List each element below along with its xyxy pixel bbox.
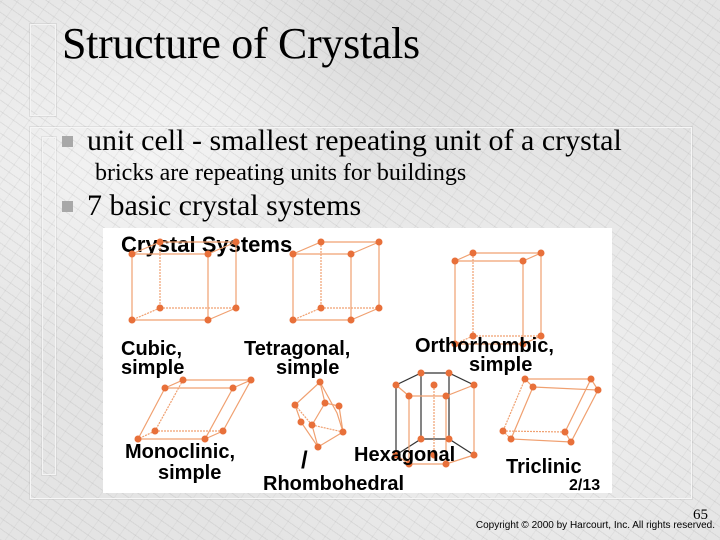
- label-orthorhombic-line2: simple: [469, 354, 532, 376]
- label-tetragonal-line2: simple: [276, 357, 339, 379]
- bullet-item-unit-cell: unit cell - smallest repeating unit of a…: [62, 124, 622, 158]
- figure-number: 2/13: [569, 477, 600, 493]
- cubic-lattice-diagram: [128, 238, 240, 324]
- label-orthorhombic-line1: Orthorhombic,: [415, 335, 554, 357]
- label-cubic-line1: Cubic,: [121, 338, 182, 360]
- content-frame: [30, 127, 692, 499]
- label-rhombohedral: Rhombohedral: [263, 473, 404, 493]
- triclinic-lattice-diagram: [499, 375, 602, 446]
- rhombohedral-lattice-diagram: [291, 378, 347, 451]
- bullet-item-crystal-systems: 7 basic crystal systems: [62, 189, 361, 223]
- page-number: 65: [693, 507, 708, 523]
- copyright-notice: Copyright © 2000 by Harcourt, Inc. All r…: [475, 520, 715, 531]
- monoclinic-lattice-diagram: [134, 376, 255, 443]
- sub-bullet-text: bricks are repeating units for buildings: [95, 160, 467, 186]
- label-monoclinic-line1: Monoclinic,: [125, 441, 235, 463]
- label-hexagonal: Hexagonal: [354, 444, 455, 466]
- label-monoclinic-line2: simple: [158, 462, 221, 484]
- side-bar-decoration: [42, 137, 56, 475]
- tetragonal-lattice-diagram: [289, 238, 383, 324]
- label-cubic-line2: simple: [121, 357, 184, 379]
- label-rhombohedral-slash: /: [301, 447, 308, 474]
- square-bullet-icon: [62, 200, 73, 212]
- label-triclinic: Triclinic: [506, 456, 582, 478]
- label-tetragonal-line1: Tetragonal,: [244, 338, 350, 360]
- orthorhombic-lattice-diagram: [451, 249, 545, 348]
- hexagonal-lattice-diagram: [392, 369, 478, 468]
- crystal-systems-figure: Crystal Systems: [103, 228, 612, 493]
- bullet-text: unit cell - smallest repeating unit of a…: [87, 124, 622, 157]
- title-frame-decoration: [30, 24, 56, 116]
- square-bullet-icon: [62, 135, 73, 147]
- bullet-text: 7 basic crystal systems: [87, 189, 362, 222]
- slide-title: Structure of Crystals: [62, 19, 420, 68]
